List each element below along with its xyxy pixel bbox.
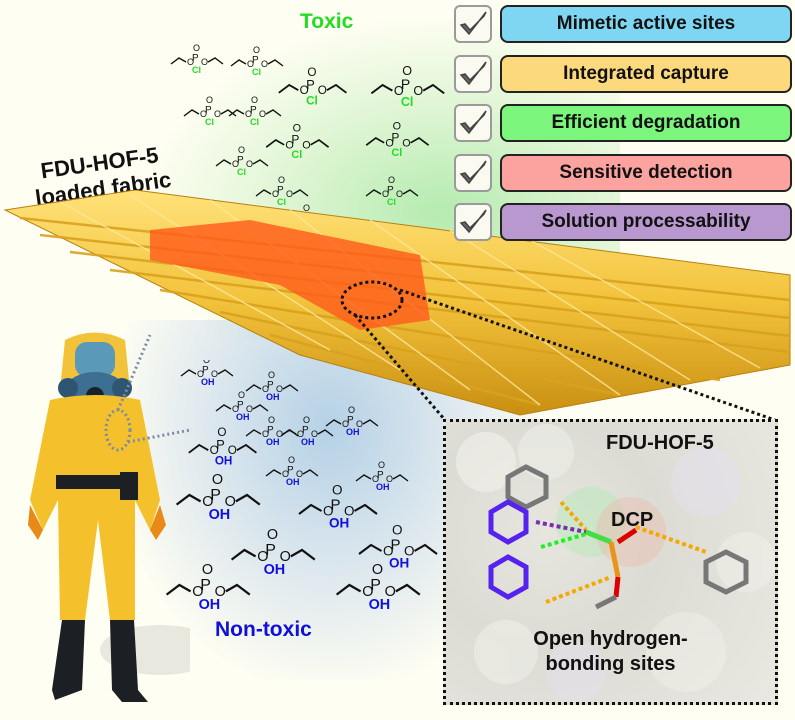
feature-integrated-capture: Integrated capture (500, 54, 792, 93)
inset-caption-line1: Open hydrogen- (533, 628, 688, 650)
dcp-molecule (228, 94, 282, 128)
inset-caption: Open hydrogen- bonding sites (446, 627, 775, 677)
dcp-molecule (265, 121, 330, 162)
checkbox (454, 153, 492, 192)
boot-left (52, 620, 85, 700)
dep-molecule (245, 369, 299, 403)
inset-title: FDU-HOF-5 (606, 432, 714, 454)
inset-caption-line2: bonding sites (545, 653, 676, 675)
dep-molecule (187, 424, 258, 469)
hazmat-suit (30, 395, 160, 620)
toxic-label: Toxic (300, 10, 354, 33)
molecular-structure (456, 424, 775, 702)
checkbox (454, 5, 492, 43)
feature-checklist: Mimetic active sites Integrated capture … (454, 2, 792, 250)
dep-molecule (280, 414, 334, 448)
dcp-molecule (170, 42, 224, 76)
checkmark-icon (459, 61, 487, 85)
feature-efficient-degradation: Efficient degradation (500, 104, 792, 142)
woven-fabric (3, 190, 791, 420)
boot-right (110, 620, 148, 702)
hazmat-suit-person (28, 332, 190, 702)
feature-row-detection: Sensitive detection (454, 151, 792, 195)
checkmark-icon (459, 209, 487, 234)
checkbox (454, 203, 492, 241)
detection-hotspot (150, 220, 430, 330)
dep-molecule (215, 389, 269, 423)
feature-sensitive-detection: Sensitive detection (500, 153, 792, 192)
zoom-circle (340, 280, 404, 320)
dcp-molecule (215, 144, 269, 178)
feature-row-capture: Integrated capture (454, 52, 792, 96)
dep-molecule (355, 459, 409, 493)
feature-row-processability: Solution processability (454, 200, 792, 244)
dep-molecule (230, 525, 316, 580)
checkbox (454, 104, 492, 142)
dep-molecule (325, 404, 379, 438)
dcp-molecule (370, 63, 446, 110)
nontoxic-molecules: O P O O OH (165, 360, 439, 615)
dcp-molecule (183, 94, 237, 128)
dcp-molecule (365, 119, 430, 160)
feature-solution-processability: Solution processability (500, 203, 792, 241)
nontoxic-label: Non-toxic (215, 618, 312, 641)
checkbox (454, 54, 492, 93)
binding-site-inset: FDU-HOF-5 DCP Open hydrogen- bonding sit… (443, 419, 778, 705)
checkmark-icon (459, 160, 487, 184)
dep-molecule (297, 481, 379, 532)
dep-molecule (357, 521, 439, 572)
checkmark-icon (459, 11, 487, 36)
checkmark-icon (459, 110, 487, 135)
feature-row-mimetic: Mimetic active sites (454, 2, 792, 46)
dcp-molecule (277, 64, 348, 109)
dcp-label: DCP (611, 509, 654, 531)
dep-molecule (265, 454, 319, 488)
feature-mimetic-active-sites: Mimetic active sites (500, 5, 792, 43)
belt (56, 475, 136, 489)
feature-row-degradation: Efficient degradation (454, 101, 792, 145)
dcp-molecule (230, 44, 284, 78)
